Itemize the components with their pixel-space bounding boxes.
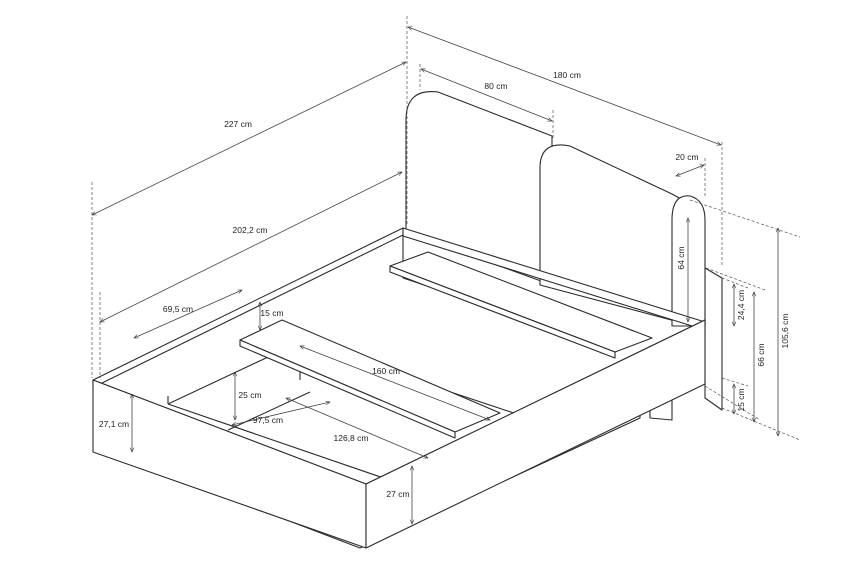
label-headboard-side-upper: 24,4 cm: [736, 290, 746, 320]
dim-line-80: [421, 69, 552, 121]
label-total-height: 105,6 cm: [780, 314, 790, 349]
label-base-length: 126,8 cm: [334, 433, 369, 443]
dim-line-20: [676, 165, 704, 176]
dim-line-227: [92, 61, 406, 216]
dim-line-180: [408, 27, 721, 145]
dim-line-1268: [286, 398, 428, 458]
dim-line-160: [300, 346, 490, 420]
label-headboard-side-lower: 15 cm: [736, 388, 746, 411]
dim-line-202: [100, 171, 402, 323]
frame-foot-face: [365, 319, 706, 549]
label-frame-side-inner: 69,5 cm: [163, 304, 193, 314]
label-headboard-side-width: 20 cm: [675, 152, 698, 162]
label-headboard-total-height: 66 cm: [756, 343, 766, 366]
label-overall-width: 180 cm: [553, 70, 581, 80]
label-inner-depth: 25 cm: [238, 390, 261, 400]
dim-line-695: [134, 289, 242, 339]
label-foot-height: 27 cm: [386, 489, 409, 499]
label-base-width: 97,5 cm: [253, 415, 283, 425]
label-slat-height: 15 cm: [260, 308, 283, 318]
label-inner-width: 160 cm: [372, 366, 400, 376]
dimension-arrows: [92, 27, 778, 524]
headboard-wall: [704, 267, 723, 411]
label-side-height: 27,1 cm: [99, 419, 129, 429]
label-headboard-panel-width: 80 cm: [484, 81, 507, 91]
label-inner-length: 202,2 cm: [233, 225, 268, 235]
frame-left-side: [92, 379, 367, 549]
label-overall-length: 227 cm: [224, 119, 252, 129]
dimension-labels: 227 cm 202,2 cm 180 cm 80 cm 20 cm 64 cm…: [99, 70, 790, 499]
bed-drawing: [92, 91, 723, 549]
label-headboard-panel-height: 64 cm: [676, 246, 686, 269]
